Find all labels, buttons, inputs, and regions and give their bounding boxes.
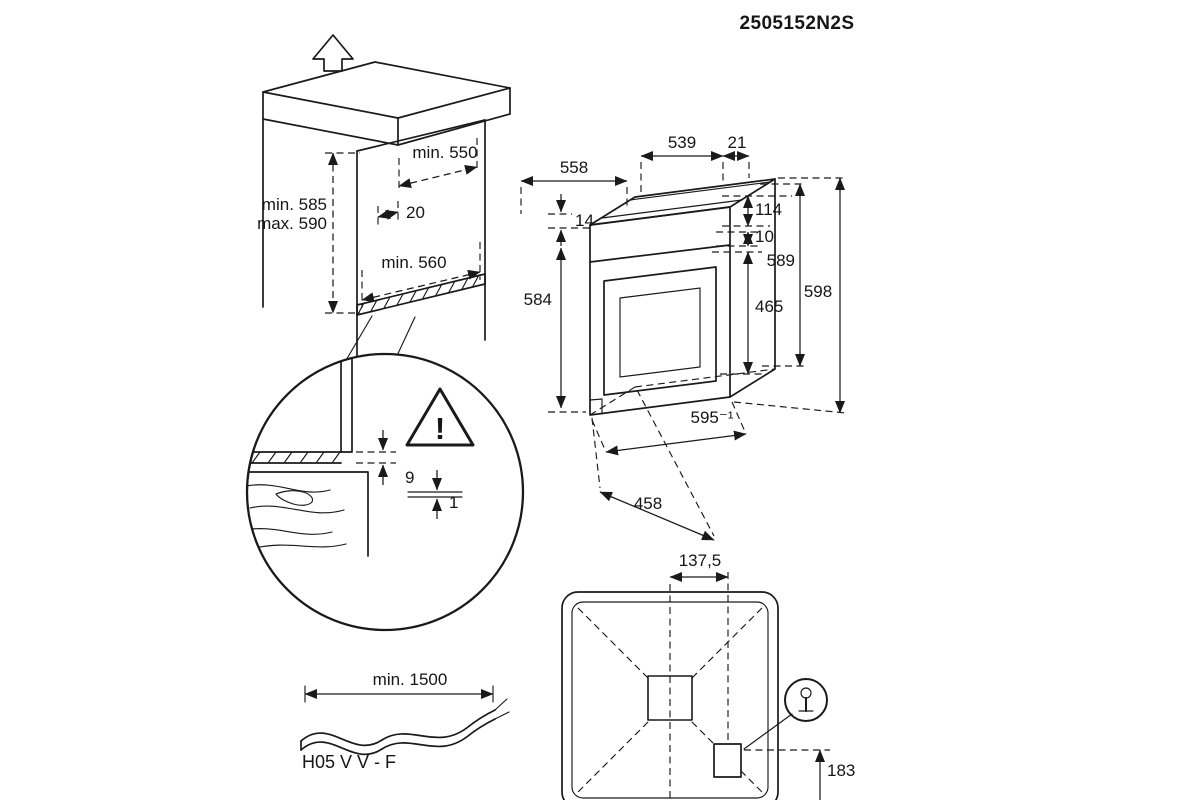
dim-top-depth: 539 xyxy=(668,133,696,152)
dim-top-recess: 14 xyxy=(575,211,594,230)
top-view-drawing: 137,5 183 xyxy=(561,551,855,800)
dim-rear-height-upper: 114 xyxy=(755,200,782,219)
dim-cable-length: min. 1500 xyxy=(373,670,448,689)
dim-overlap: 9 xyxy=(405,468,414,487)
dim-connection-offset-x: 137,5 xyxy=(679,551,722,570)
vent-arrow-icon xyxy=(312,34,354,72)
dim-gap: 1 xyxy=(449,493,458,512)
dim-front-setback: 20 xyxy=(406,203,425,222)
dim-front-height: 584 xyxy=(524,290,552,309)
mains-connection-icon xyxy=(784,678,828,722)
dim-top-width: 558 xyxy=(560,158,588,177)
dim-rear-gap: 21 xyxy=(728,133,747,152)
dim-niche-depth: min. 550 xyxy=(412,143,477,162)
part-number: 2505152N2S xyxy=(740,13,855,34)
dim-front-width: 595⁻¹ xyxy=(691,408,734,427)
dim-niche-height-max: max. 590 xyxy=(257,214,327,233)
cable-type-label: H05 V V - F xyxy=(302,752,396,772)
cabinet-drawing: min. 550 min. 585 max. 590 20 min. 560 xyxy=(257,34,511,421)
niche-dimensions: min. 550 min. 585 max. 590 20 min. 560 xyxy=(257,138,481,314)
dim-total-height: 598 xyxy=(804,282,832,301)
cable-drawing: min. 1500 H05 V V - F xyxy=(300,670,510,772)
dim-door-height: 465 xyxy=(755,297,783,316)
dim-rear-offset: 10 xyxy=(755,227,774,246)
warning-icon: ! xyxy=(405,387,475,447)
dim-rear-height: 589 xyxy=(767,251,795,270)
detail-circle: 9 1 ! xyxy=(245,352,525,632)
dim-base-depth: 458 xyxy=(634,494,662,513)
warning-exclamation: ! xyxy=(435,411,445,446)
oven-drawing: 558 539 21 14 584 114 10 465 589 598 xyxy=(520,133,847,541)
dim-connection-offset-y: 183 xyxy=(827,761,855,780)
dim-niche-height-min: min. 585 xyxy=(262,195,327,214)
junction-box xyxy=(713,743,742,778)
dim-floor-depth: min. 560 xyxy=(381,253,446,272)
